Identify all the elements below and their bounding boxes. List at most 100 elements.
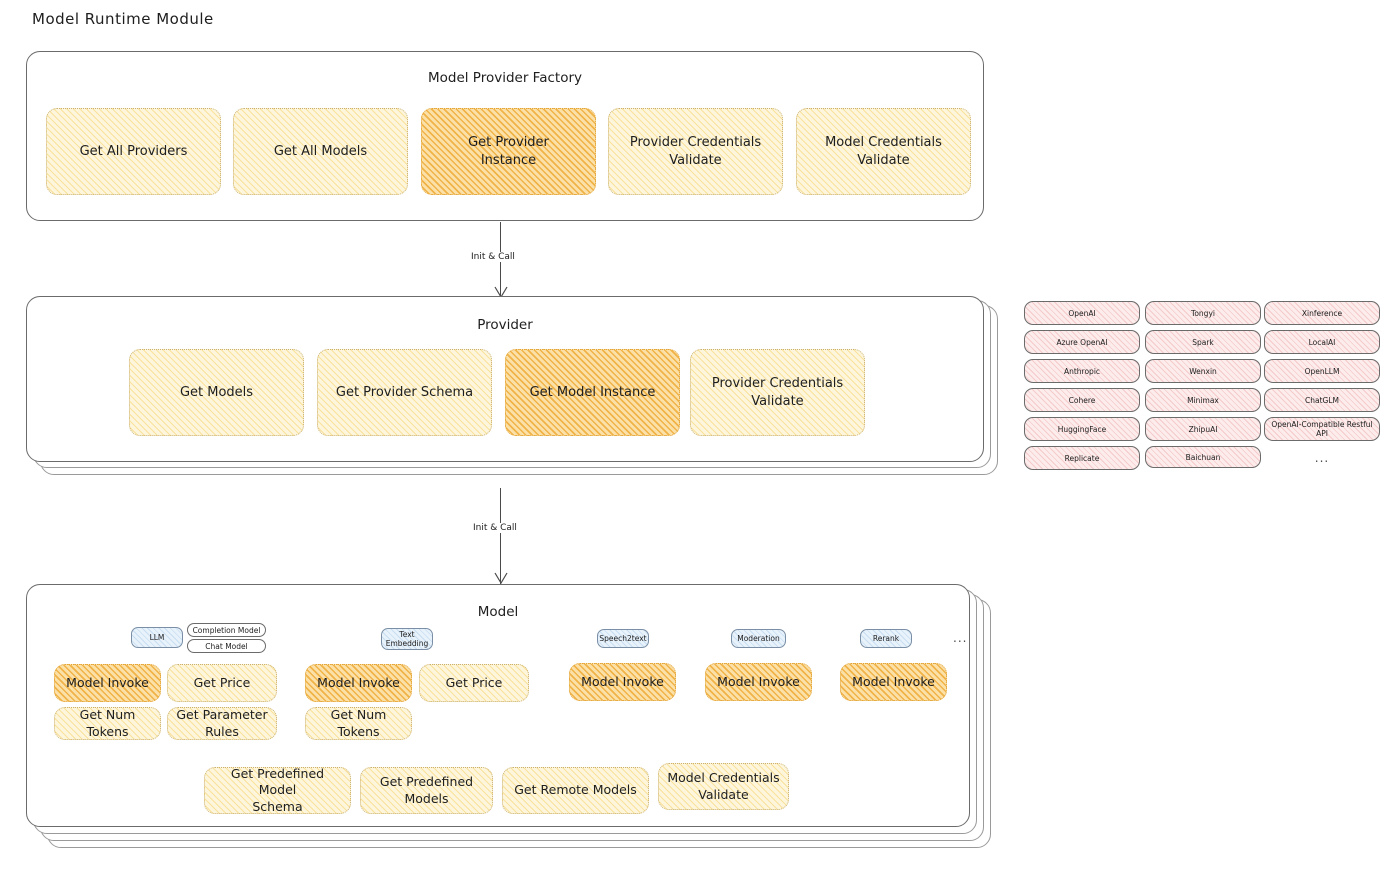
model-method-speech2text-model-invoke[interactable]: Model Invoke xyxy=(569,663,676,701)
model-type-badge-label: Speech2text xyxy=(599,634,647,643)
model-common-method-label: Get Predefined Model Schema xyxy=(230,765,325,814)
factory-item-get-all-models[interactable]: Get All Models xyxy=(233,108,408,195)
provider-pill-label: OpenLLM xyxy=(1304,366,1340,376)
model-method-label: Model Invoke xyxy=(66,674,149,690)
model-common-method-get-predefined-models[interactable]: Get Predefined Models xyxy=(360,767,493,814)
provider-panel: Provider Get Models Get Provider Schema … xyxy=(26,296,984,462)
provider-pill-label: Wenxin xyxy=(1189,366,1217,376)
provider-item-label: Provider Credentials Validate xyxy=(711,376,844,409)
model-type-badge-text-embedding[interactable]: Text Embedding xyxy=(381,628,433,650)
factory-item-get-provider-instance[interactable]: Get Provider Instance xyxy=(421,108,596,195)
model-common-method-label: Get Remote Models xyxy=(514,782,637,798)
provider-list: OpenAI Azure OpenAI Anthropic Cohere Hug… xyxy=(1024,301,1380,476)
provider-pill-baichuan[interactable]: Baichuan xyxy=(1145,446,1261,468)
model-type-badge-label: Moderation xyxy=(737,634,780,643)
model-type-badge-label: Rerank xyxy=(872,634,900,643)
provider-pill-label: ZhipuAI xyxy=(1188,424,1218,434)
provider-pill-label: Replicate xyxy=(1064,453,1100,463)
model-provider-factory-title: Model Provider Factory xyxy=(427,70,582,86)
model-method-llm-model-invoke[interactable]: Model Invoke xyxy=(54,664,161,702)
provider-pill-label: OpenAI xyxy=(1068,308,1096,318)
model-method-rerank-model-invoke[interactable]: Model Invoke xyxy=(840,663,947,701)
provider-item-get-model-instance[interactable]: Get Model Instance xyxy=(505,349,680,436)
provider-pill-label: Cohere xyxy=(1068,395,1096,405)
model-type-badge-moderation[interactable]: Moderation xyxy=(731,629,786,648)
provider-pill-label: Azure OpenAI xyxy=(1056,337,1108,347)
provider-pill-minimax[interactable]: Minimax xyxy=(1145,388,1261,412)
model-method-text-embedding-get-num-tokens[interactable]: Get Num Tokens xyxy=(305,707,412,740)
provider-pill-label: Tongyi xyxy=(1191,308,1215,318)
model-title: Model xyxy=(477,604,519,620)
provider-pill-label: LocalAI xyxy=(1308,337,1336,347)
provider-pill-label: ChatGLM xyxy=(1305,395,1339,405)
model-subtype-badge-label: Chat Model xyxy=(205,641,248,651)
model-method-llm-get-price[interactable]: Get Price xyxy=(167,664,277,702)
model-type-badge-llm[interactable]: LLM xyxy=(131,627,183,648)
factory-item-label: Model Credentials Validate xyxy=(825,135,942,168)
factory-item-label: Get All Models xyxy=(273,143,368,159)
provider-pill-label: Xinference xyxy=(1301,308,1343,318)
model-common-method-label: Get Predefined Models xyxy=(379,774,474,806)
arrow-label-init-call-1: Init & Call xyxy=(468,252,518,262)
provider-pill-openai-compatible-restful-api[interactable]: OpenAI-Compatible Restful API xyxy=(1264,417,1380,441)
model-method-text-embedding-model-invoke[interactable]: Model Invoke xyxy=(305,664,412,702)
provider-pill-localai[interactable]: LocalAI xyxy=(1264,330,1380,354)
provider-item-get-models[interactable]: Get Models xyxy=(129,349,304,436)
factory-item-label: Get All Providers xyxy=(79,143,188,159)
provider-list-more: ... xyxy=(1314,451,1330,465)
arrow-provider-to-model xyxy=(494,488,516,584)
provider-pill-azure-openai[interactable]: Azure OpenAI xyxy=(1024,330,1140,354)
provider-pill-cohere[interactable]: Cohere xyxy=(1024,388,1140,412)
provider-item-label: Get Provider Schema xyxy=(335,384,474,400)
model-type-badge-rerank[interactable]: Rerank xyxy=(860,629,912,648)
provider-pill-openai[interactable]: OpenAI xyxy=(1024,301,1140,325)
model-method-label: Model Invoke xyxy=(317,674,400,690)
provider-pill-label: Minimax xyxy=(1187,395,1219,405)
model-method-label: Get Parameter Rules xyxy=(176,707,268,739)
provider-pill-tongyi[interactable]: Tongyi xyxy=(1145,301,1261,325)
model-method-label: Get Num Tokens xyxy=(79,707,136,739)
factory-item-provider-credentials-validate[interactable]: Provider Credentials Validate xyxy=(608,108,783,195)
model-subtype-badge-completion-model[interactable]: Completion Model xyxy=(187,623,266,637)
provider-item-get-provider-schema[interactable]: Get Provider Schema xyxy=(317,349,492,436)
arrow-shaft xyxy=(500,488,502,584)
arrow-label-init-call-2: Init & Call xyxy=(470,523,520,533)
model-common-method-label: Model Credentials Validate xyxy=(667,770,780,802)
provider-pill-openllm[interactable]: OpenLLM xyxy=(1264,359,1380,383)
model-type-badge-speech2text[interactable]: Speech2text xyxy=(597,629,649,648)
provider-pill-replicate[interactable]: Replicate xyxy=(1024,446,1140,470)
model-common-method-get-predefined-model-schema[interactable]: Get Predefined Model Schema xyxy=(204,765,351,814)
provider-item-label: Get Model Instance xyxy=(529,384,656,400)
model-method-label: Get Num Tokens xyxy=(330,707,387,739)
model-panel: Model LLM Completion Model Chat Model Mo… xyxy=(26,584,970,827)
model-method-text-embedding-get-price[interactable]: Get Price xyxy=(419,664,529,702)
provider-pill-label: Anthropic xyxy=(1063,366,1101,376)
model-method-llm-get-num-tokens[interactable]: Get Num Tokens xyxy=(54,707,161,740)
provider-item-provider-credentials-validate[interactable]: Provider Credentials Validate xyxy=(690,349,865,436)
factory-item-label: Provider Credentials Validate xyxy=(629,135,762,168)
model-method-label: Get Price xyxy=(445,674,503,690)
provider-pill-spark[interactable]: Spark xyxy=(1145,330,1261,354)
provider-pill-wenxin[interactable]: Wenxin xyxy=(1145,359,1261,383)
factory-item-model-credentials-validate[interactable]: Model Credentials Validate xyxy=(796,108,971,195)
provider-pill-chatglm[interactable]: ChatGLM xyxy=(1264,388,1380,412)
provider-pill-label: Spark xyxy=(1192,337,1214,347)
factory-item-get-all-providers[interactable]: Get All Providers xyxy=(46,108,221,195)
model-method-moderation-model-invoke[interactable]: Model Invoke xyxy=(705,663,812,701)
provider-pill-zhipuai[interactable]: ZhipuAI xyxy=(1145,417,1261,441)
model-types-more: ... xyxy=(953,631,968,645)
model-type-badge-label: Text Embedding xyxy=(385,630,429,648)
model-provider-factory-panel: Model Provider Factory Get All Providers… xyxy=(26,51,984,221)
model-subtype-badge-chat-model[interactable]: Chat Model xyxy=(187,639,266,653)
model-method-label: Model Invoke xyxy=(581,673,664,689)
model-method-llm-get-parameter-rules[interactable]: Get Parameter Rules xyxy=(167,707,277,740)
provider-pill-huggingface[interactable]: HuggingFace xyxy=(1024,417,1140,441)
provider-pill-anthropic[interactable]: Anthropic xyxy=(1024,359,1140,383)
model-common-method-model-credentials-validate[interactable]: Model Credentials Validate xyxy=(658,763,789,810)
provider-pill-label: Baichuan xyxy=(1185,452,1221,462)
model-common-method-get-remote-models[interactable]: Get Remote Models xyxy=(502,767,649,814)
provider-item-label: Get Models xyxy=(179,384,254,400)
page-title: Model Runtime Module xyxy=(32,10,214,28)
provider-pill-xinference[interactable]: Xinference xyxy=(1264,301,1380,325)
provider-pill-label: HuggingFace xyxy=(1057,424,1107,434)
